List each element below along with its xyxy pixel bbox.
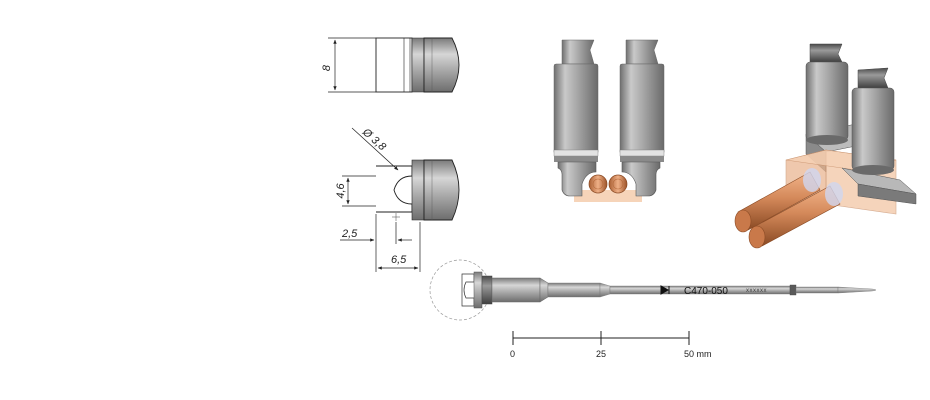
top-view: 8 [321,37,460,93]
side-view: Ø 3,8 4,6 2,5 6,5 [335,126,460,272]
diode-symbol-icon [660,285,670,295]
width-dimension-label: 8 [321,64,333,71]
front-render [553,39,665,202]
diameter-dimension-label: Ø 3,8 [359,126,388,154]
length-dimension-label: 6,5 [391,254,407,266]
scale-tick-0: 0 [510,349,515,359]
scale-bar: 0 25 50 mm [510,331,712,359]
isometric-render [734,43,917,249]
offset-dimension-label: 2,5 [341,228,358,240]
tip-model-label: C470-050 [684,286,728,297]
tip-code-label: xxxxxx [746,288,767,294]
scale-tick-25: 25 [596,349,606,359]
scale-tick-50: 50 mm [684,349,712,359]
tip-profile: C470-050 xxxxxx [429,259,877,321]
height-dimension-label: 4,6 [335,182,347,198]
